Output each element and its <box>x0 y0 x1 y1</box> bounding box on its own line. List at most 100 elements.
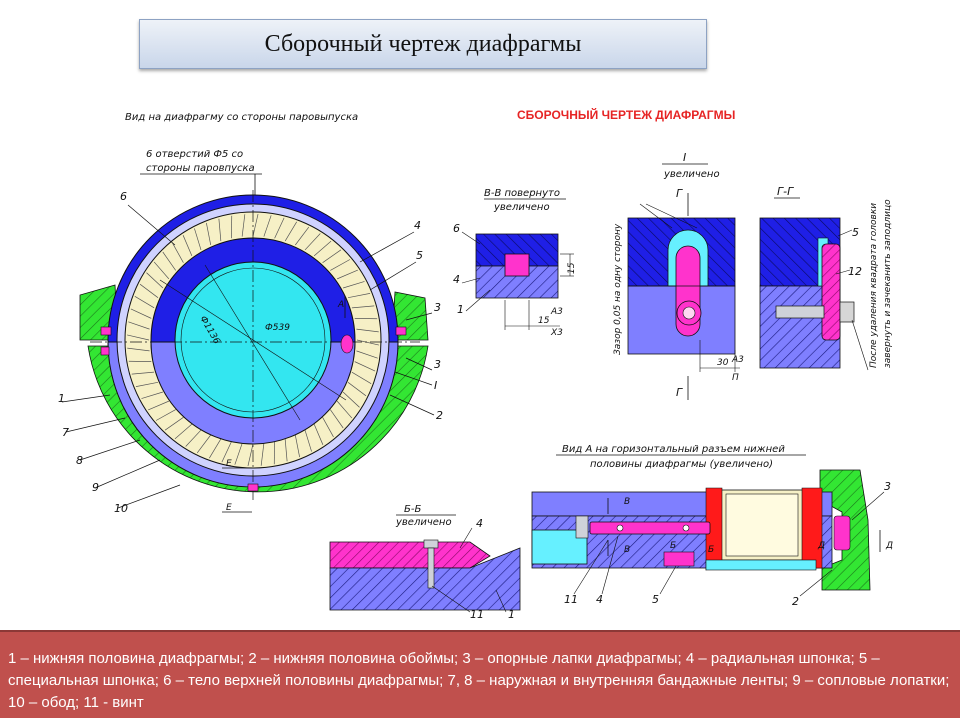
legend-text: 1 – нижняя половина диафрагмы; 2 – нижня… <box>8 650 950 711</box>
main-view: Вид на диафрагму со стороны паровыпуска … <box>58 112 443 515</box>
blade-line <box>252 214 259 237</box>
label-4: 4 <box>414 219 421 232</box>
blade-line <box>351 305 375 309</box>
blade-line <box>194 228 202 251</box>
blade-line <box>247 443 254 466</box>
gg-label-5: 5 <box>852 226 859 239</box>
blade-line <box>304 233 321 251</box>
blade-line <box>330 259 351 271</box>
blade-line <box>155 409 176 421</box>
blade-line <box>356 350 378 359</box>
blade-line <box>342 281 365 289</box>
label-9: 9 <box>92 481 99 494</box>
gg-key <box>821 243 841 341</box>
detail-i-title1: I <box>683 151 686 164</box>
bb-key <box>504 253 530 277</box>
blade-line <box>196 434 211 454</box>
blade-line <box>322 249 342 263</box>
nozzle-blades <box>127 214 379 466</box>
view-a-mark-b1: Б <box>670 541 676 551</box>
section-b6: Б-Б увеличено 4 11 1 <box>329 504 521 621</box>
b6-label-11: 11 <box>470 608 484 621</box>
b6-label-4: 4 <box>476 517 483 530</box>
blade-line <box>354 361 376 372</box>
blade-line <box>174 423 193 440</box>
detail-i-dim-30: 30 <box>717 358 729 368</box>
dim-inner: Ф539 <box>265 323 290 333</box>
view-a-label-2: 2 <box>792 595 799 608</box>
view-a: Вид А на горизонтальный разъем нижней по… <box>531 444 893 608</box>
bb-fit-bottom: Х3 <box>550 328 563 338</box>
label-3a: 3 <box>434 301 441 314</box>
blade-line <box>206 222 212 246</box>
gg-label-12: 12 <box>848 265 862 278</box>
b6-radial-key <box>329 541 491 569</box>
blade-line <box>164 417 184 431</box>
blade-line <box>313 240 332 257</box>
bb-label-6: 6 <box>453 222 460 235</box>
view-a-label-5: 5 <box>652 593 659 606</box>
bb-fit-top: А3 <box>550 307 563 317</box>
label-3b: 3 <box>434 358 441 371</box>
detail-i-side-note: Зазор 0,05 на одну сторону <box>613 223 623 355</box>
section-bb-title2: увеличено <box>493 202 550 213</box>
label-I: I <box>434 379 437 392</box>
support-key-right <box>395 326 407 336</box>
view-a-mark-b2: Б <box>708 545 714 555</box>
blade-line <box>130 308 152 319</box>
blade-line <box>139 283 159 298</box>
blade-line <box>342 391 360 408</box>
blade-line <box>127 334 150 341</box>
section-gg-title: Г-Г <box>777 185 794 198</box>
label-10: 10 <box>114 502 128 515</box>
blade-line <box>241 214 246 237</box>
blade-line <box>351 371 372 384</box>
blade-line <box>128 321 150 330</box>
blade-line <box>284 221 297 242</box>
view-a-title1: Вид А на горизонтальный разъем нижней <box>562 444 785 455</box>
radial-key-bottom <box>247 483 259 492</box>
section-gg: Г-Г 5 12 После удаления квадрата головки… <box>759 185 893 371</box>
mark-a: А <box>337 300 344 310</box>
support-key-left <box>100 326 112 336</box>
legend-box: 1 – нижняя половина диафрагмы; 2 – нижня… <box>0 630 960 718</box>
detail-i-title2: увеличено <box>663 169 720 180</box>
view-a-title2: половины диафрагмы (увеличено) <box>590 459 773 470</box>
bb-label-4: 4 <box>453 273 460 286</box>
blade-line <box>294 434 300 458</box>
section-bb-title1: В-В повернуто <box>484 188 560 199</box>
holes-note-line1: 6 отверстий Ф5 со <box>146 149 243 160</box>
blade-line <box>172 242 184 263</box>
blade-line <box>135 381 159 387</box>
blade-line <box>260 443 265 466</box>
blade-line <box>153 261 170 280</box>
gg-note-line2: завернуть и зачеканить заподлицо <box>883 199 893 368</box>
label-1: 1 <box>58 392 65 405</box>
b6-label-1: 1 <box>508 608 515 621</box>
gg-note-line1: После удаления квадрата головки <box>869 203 879 368</box>
blade-line <box>295 226 310 246</box>
detail-i-fit-bottom: П <box>732 373 739 383</box>
bb-dim-15h: 15 <box>538 316 550 326</box>
blade-line <box>356 339 379 346</box>
blade-line <box>322 417 334 438</box>
blade-line <box>162 251 176 271</box>
label-5: 5 <box>416 249 423 262</box>
blade-line <box>185 429 202 447</box>
blade-line <box>304 429 312 452</box>
gg-mark-bottom: Г <box>676 386 683 399</box>
blade-line <box>221 441 232 463</box>
label-2: 2 <box>436 409 443 422</box>
blade-line <box>347 382 367 397</box>
b6-screw <box>427 547 435 589</box>
view-a-mark-v-top: В <box>624 497 630 507</box>
blade-line <box>182 235 193 256</box>
view-a-label-3: 3 <box>884 480 891 493</box>
mark-e-top: Е <box>226 459 232 469</box>
blade-line <box>234 443 243 465</box>
blade-line <box>209 438 222 459</box>
label-6: 6 <box>120 190 127 203</box>
special-key <box>340 334 354 354</box>
blade-line <box>218 218 222 242</box>
slide-title-box: Сборочный чертеж диафрагмы <box>139 19 707 69</box>
